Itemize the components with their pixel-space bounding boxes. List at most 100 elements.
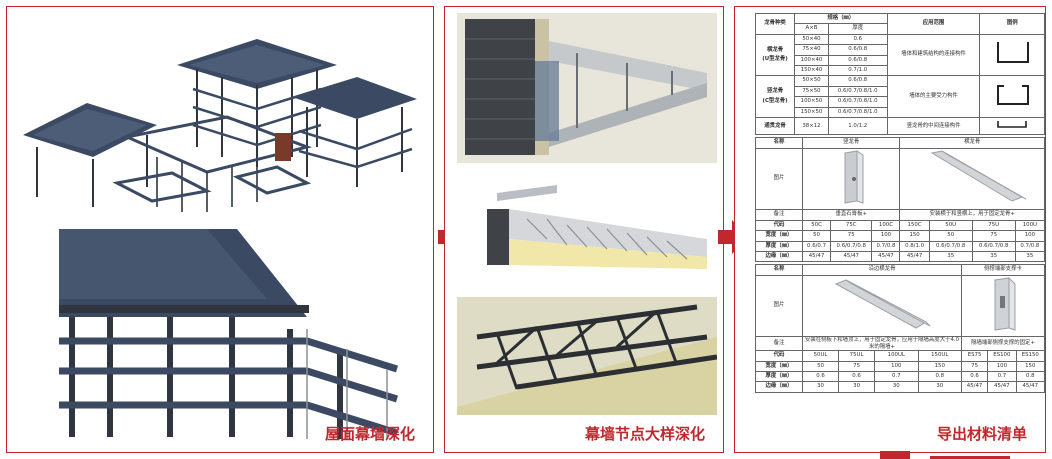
edge-track-table: 名称 沿边横龙骨 侧撑端部支撑卡 图片 备注 安装在侧板下和墙顶上，用于固定龙骨… <box>755 264 1045 393</box>
table-cell: 38×12 <box>794 117 829 136</box>
table-cell: 0.8 <box>917 370 962 383</box>
table-cell: 45/47 <box>1015 381 1045 393</box>
roof-detail-closeup <box>59 229 399 439</box>
table-cell: 100UL <box>874 350 919 362</box>
table-cell: 150UL <box>917 350 962 362</box>
table-cell: 0.8 <box>1015 370 1045 383</box>
table-cell: 100C <box>871 219 901 232</box>
table-cell: 100 <box>874 360 919 372</box>
table-cell: 0.7/0.8 <box>871 240 901 252</box>
keel-usage: 竖龙骨的中间连接构件 <box>886 117 981 136</box>
table-cell: 0.6 <box>801 370 840 383</box>
building-model-overview <box>23 39 417 212</box>
table-cell: 35 <box>928 250 973 263</box>
header-thickness: 厚度 <box>827 23 888 35</box>
table-cell: 45/47 <box>987 381 1017 393</box>
table-cell: 0.7/1.0 <box>827 65 888 77</box>
material-spec-sheet: 龙骨种类 规格（㎜） 应用范围 图例 A×B 厚度 横龙骨(U型龙骨) 50×4… <box>754 12 1045 417</box>
row-label: 图片 <box>755 147 803 211</box>
track-picture <box>899 147 1045 211</box>
table-cell: 100 <box>987 360 1017 372</box>
table-cell: 1.0/1.2 <box>827 117 888 136</box>
table-cell: 0.7/0.8 <box>1014 240 1045 252</box>
usage-text: 垂直石膏板+ <box>801 209 901 221</box>
table-cell: 0.6/0.7/0.8/1.0 <box>827 85 888 98</box>
table-cell: 30 <box>838 381 876 393</box>
table-cell: 50 <box>801 230 832 242</box>
table-cell: 75×40 <box>794 44 829 56</box>
table-cell: 50UL <box>801 350 840 362</box>
keel-group-name: 横龙骨(U型龙骨) <box>754 33 796 77</box>
keel-group-name: 通贯龙骨 <box>754 117 796 136</box>
table-cell: 100U <box>1014 219 1045 232</box>
row-label: 宽度（㎜） <box>755 230 803 242</box>
panel-caption-materials: 导出材料清单 <box>936 425 1027 443</box>
edge-track-picture <box>802 274 962 338</box>
row-label: 名称 <box>755 137 803 149</box>
node-detail-image-1 <box>457 13 717 163</box>
table-cell: 45/47 <box>899 250 930 263</box>
stud-track-table: 名称 竖龙骨 横龙骨 图片 备注 垂直石膏板+ 安装横于和竖横上，用于固定龙骨+… <box>755 137 1045 263</box>
table-cell: 0.6/0.7/0.8 <box>830 240 873 252</box>
table-cell: 75 <box>838 360 876 372</box>
header-diagram: 图例 <box>979 13 1045 35</box>
table-cell: 45/47 <box>960 381 989 393</box>
footer-accent-bar <box>930 456 1010 459</box>
table-cell: 30 <box>874 381 919 393</box>
table-cell: 0.8/1.0 <box>899 240 930 252</box>
keel-usage: 墙体和建筑结构的连接构件 <box>886 33 981 77</box>
table-cell: 75UL <box>838 350 876 362</box>
keel-usage: 墙体的主要受力构件 <box>886 75 981 119</box>
table-cell: 75 <box>830 230 873 242</box>
row-label: 厚度（㎜） <box>755 240 803 252</box>
table-cell: 0.6/0.8 <box>827 44 888 56</box>
table-cell: 150C <box>899 219 930 232</box>
keel-spec-table: 龙骨种类 规格（㎜） 应用范围 图例 A×B 厚度 横龙骨(U型龙骨) 50×4… <box>754 12 1045 136</box>
table-cell: 0.6/0.7/0.8 <box>928 240 973 252</box>
table-cell: 50×40 <box>794 33 829 46</box>
product-name: 侧撑端部支撑卡 <box>960 264 1045 276</box>
table-cell: 150 <box>1015 360 1045 372</box>
table-cell: 50 <box>928 230 973 242</box>
footer-accent-bar <box>880 451 910 459</box>
usage-text: 隔墙端部侧撑支撑的固定+ <box>960 336 1045 352</box>
table-cell: 0.7 <box>874 370 919 383</box>
panel-material-list: 龙骨种类 规格（㎜） 应用范围 图例 A×B 厚度 横龙骨(U型龙骨) 50×4… <box>734 6 1046 453</box>
header-spec: 规格（㎜） <box>794 12 888 25</box>
c-channel-diagram <box>979 75 1045 119</box>
table-cell: 100 <box>871 230 901 242</box>
row-label: 边缘（㎜） <box>755 381 803 393</box>
u-channel-diagram <box>979 33 1045 77</box>
row-label: 备注 <box>755 336 803 352</box>
table-cell: 75×50 <box>794 85 829 98</box>
table-cell: ES75 <box>960 350 989 362</box>
panel-node-detail: 幕墙节点大样深化 <box>444 6 724 453</box>
table-cell: ES100 <box>987 350 1017 362</box>
row-label: 名称 <box>755 264 803 276</box>
table-cell: 35 <box>971 250 1016 263</box>
table-cell: 75C <box>830 219 873 232</box>
product-name: 横龙骨 <box>899 137 1045 149</box>
flat-channel-diagram <box>979 117 1045 136</box>
table-cell: 150×40 <box>794 65 829 77</box>
table-cell: 50U <box>928 219 973 232</box>
node-detail-image-2 <box>457 179 717 271</box>
table-cell: 0.6/0.7 <box>801 240 832 252</box>
table-cell: 0.6/0.8 <box>827 54 888 67</box>
product-name: 竖龙骨 <box>801 137 901 149</box>
table-cell: 100 <box>1014 230 1045 242</box>
table-cell: 35 <box>1014 250 1045 263</box>
table-cell: 45/47 <box>830 250 873 263</box>
table-cell: 150 <box>899 230 930 242</box>
row-label: 备注 <box>755 209 803 221</box>
table-cell: 30 <box>801 381 840 393</box>
row-label: 厚度（㎜） <box>755 370 803 383</box>
table-cell: 50×50 <box>794 75 829 87</box>
table-cell: 75 <box>971 230 1016 242</box>
usage-text: 安装在侧板下和墙顶上，用于固定龙骨，应用于隔墙高度大于4.0米的隔墙+ <box>802 336 962 352</box>
table-cell: 0.6/0.7/0.8 <box>971 240 1016 252</box>
table-cell: 30 <box>917 381 962 393</box>
panel-caption-roof: 屋面幕墙深化 <box>324 425 415 443</box>
end-bracket-picture <box>960 274 1045 338</box>
table-cell: 75 <box>960 360 989 372</box>
